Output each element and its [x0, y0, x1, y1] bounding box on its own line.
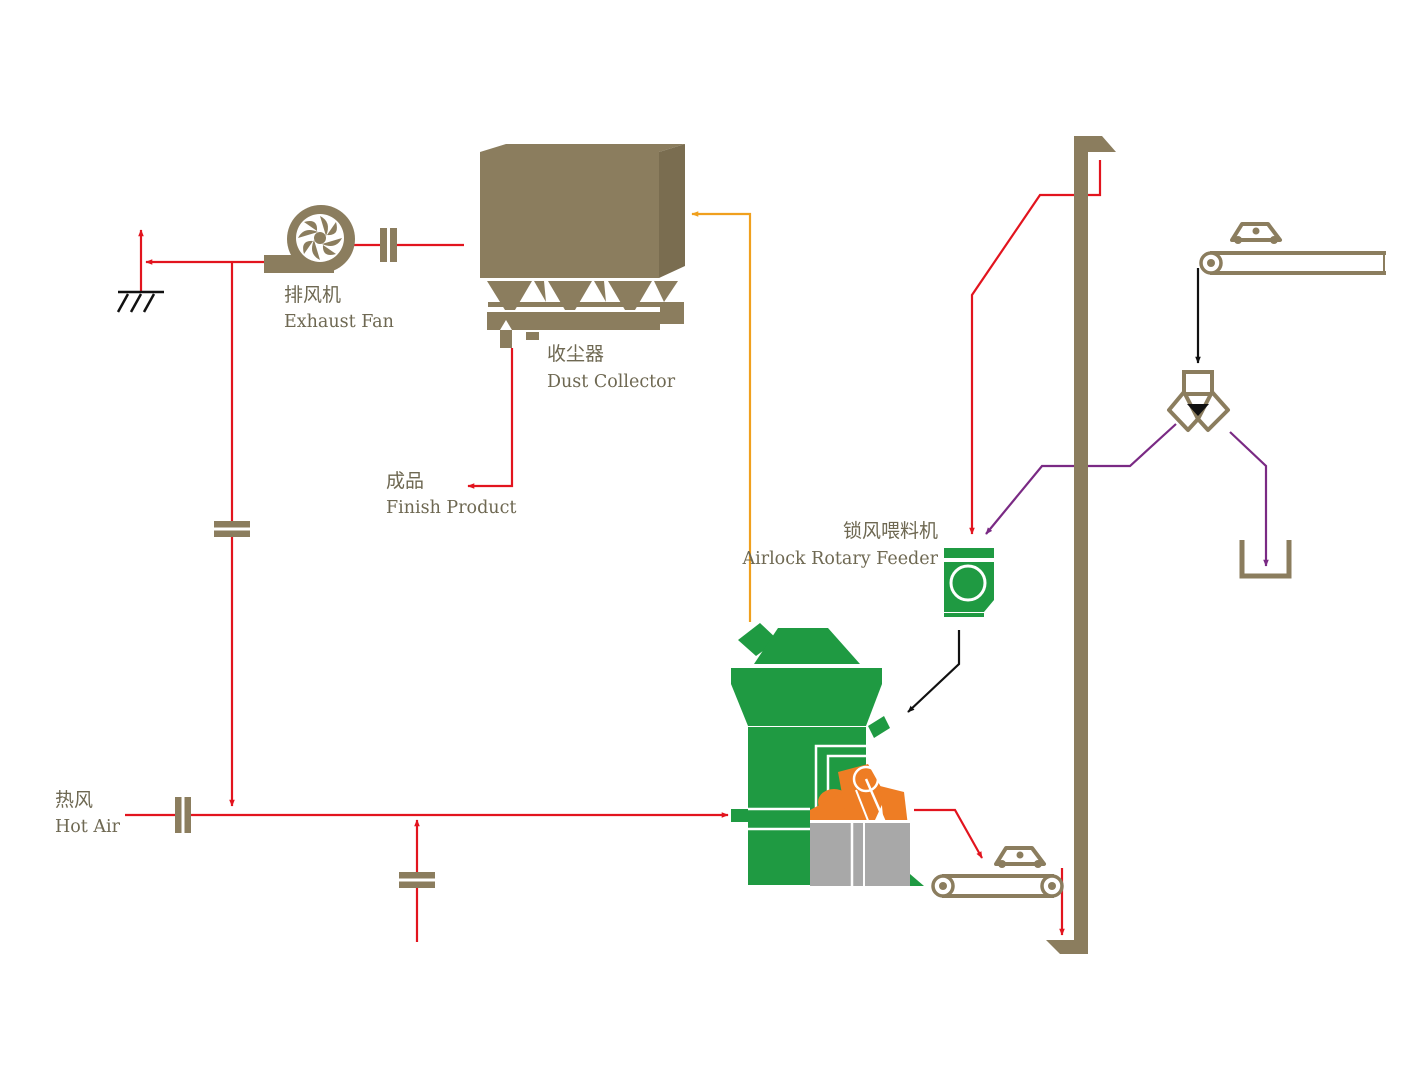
fresh-air-valve[interactable]: [399, 872, 435, 888]
storage-bin[interactable]: [1239, 540, 1292, 579]
vent-ground-icon: [116, 290, 164, 313]
dust-collector-label: 收尘器 Dust Collector: [547, 343, 676, 392]
exhaust-fan-label-en: Exhaust Fan: [284, 312, 394, 332]
hot-air-label-en: Hot Air: [55, 817, 121, 837]
fan-blade-icon: [298, 216, 342, 260]
airlock-feeder-label: 锁风喂料机 Airlock Rotary Feeder: [741, 520, 938, 569]
hot-air-label: 热风 Hot Air: [55, 789, 121, 837]
exhaust-fan[interactable]: [264, 205, 355, 273]
material-splitter[interactable]: [1167, 370, 1230, 432]
feed-lines: [907, 268, 1201, 713]
bottom-belt-conveyor[interactable]: [931, 846, 1064, 898]
valves: [175, 228, 435, 888]
dust-collector-label-en: Dust Collector: [547, 372, 676, 392]
exhaust-fan-label: 排风机 Exhaust Fan: [284, 284, 394, 332]
dust-collector-label-zh: 收尘器: [547, 343, 604, 365]
fan-valve[interactable]: [380, 228, 397, 262]
rotor-icon: [949, 564, 987, 602]
finish-product-label-en: Finish Product: [386, 498, 516, 518]
return-air-valve[interactable]: [214, 521, 250, 537]
mill-to-collector-line: [691, 211, 752, 622]
material-lines: [985, 423, 1269, 567]
bucket-elevator[interactable]: [1046, 136, 1116, 954]
airlock-feeder-label-zh: 锁风喂料机: [843, 520, 938, 542]
airlock-feeder-label-en: Airlock Rotary Feeder: [741, 549, 938, 569]
hot-air-label-zh: 热风: [55, 789, 93, 811]
hot-air-valve[interactable]: [175, 797, 191, 833]
mill-discharge-line: [914, 808, 983, 859]
finish-product-label-zh: 成品: [386, 470, 424, 492]
vertical-roller-mill[interactable]: [731, 623, 924, 886]
airlock-rotary-feeder[interactable]: [944, 548, 994, 617]
finish-product-label: 成品 Finish Product: [386, 470, 516, 518]
feeder-to-mill-line: [907, 630, 961, 713]
top-belt-conveyor[interactable]: [1199, 222, 1386, 275]
elevator-to-feeder-line: [969, 160, 1102, 535]
finish-product-line: [467, 348, 514, 489]
splitter-to-bin-line: [1229, 431, 1269, 567]
mill-base: [810, 820, 910, 886]
dust-collector[interactable]: [480, 144, 685, 348]
exhaust-fan-label-zh: 排风机: [284, 284, 341, 306]
mill-internal-frame: [748, 744, 876, 831]
